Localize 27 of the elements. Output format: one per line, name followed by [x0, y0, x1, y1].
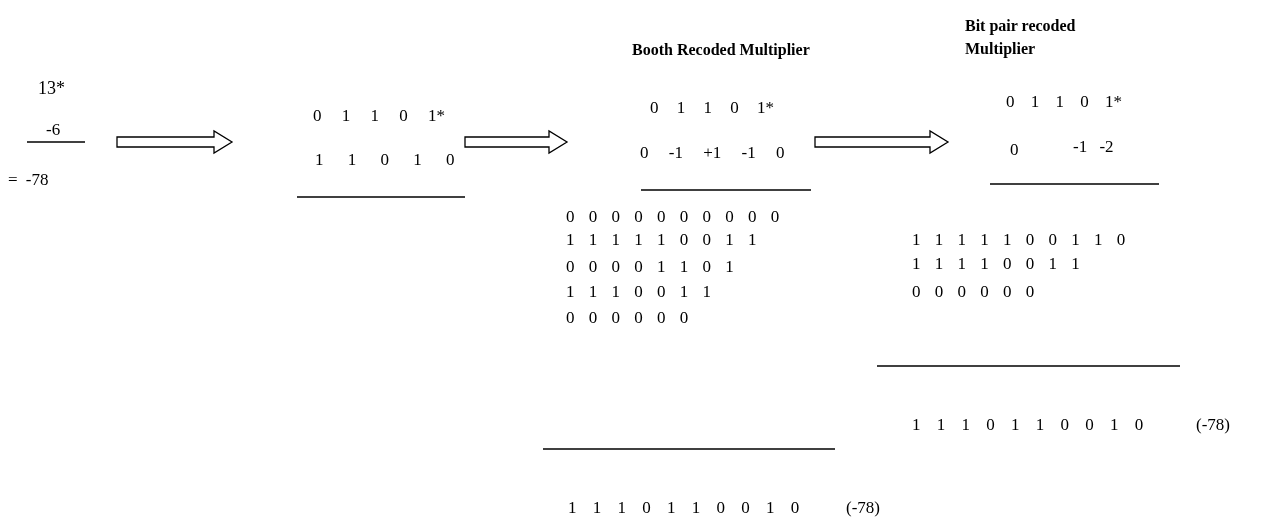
number-text: 0 0 0 0 0 0 — [912, 282, 1035, 302]
number-text: = -78 — [8, 170, 49, 190]
number-text: 1 1 1 1 0 0 1 1 — [912, 254, 1080, 274]
number-text: -6 — [46, 120, 61, 140]
number-text: 0 1 1 0 1* — [650, 98, 774, 118]
hollow-arrow — [814, 129, 950, 155]
number-text: 0 0 0 0 0 0 — [566, 308, 689, 328]
number-text: 0 -1 +1 -1 0 — [640, 143, 785, 163]
number-text: 1 1 1 0 1 1 0 0 1 0 — [912, 415, 1144, 435]
number-text: 1 1 1 1 1 0 0 1 1 0 — [912, 230, 1126, 250]
number-text: -1 -2 — [1073, 137, 1114, 157]
hollow-arrow — [116, 129, 234, 155]
number-text: 1 1 1 0 1 1 0 0 1 0 — [568, 498, 800, 518]
number-text: 0 0 0 0 0 0 0 0 0 0 — [566, 207, 780, 227]
number-text: 1 1 0 1 0 — [315, 150, 455, 170]
number-text: 1 1 1 1 1 0 0 1 1 — [566, 230, 757, 250]
heading-text: Bit pair recoded Multiplier — [965, 16, 1077, 60]
number-text: 0 1 1 0 1* — [1006, 92, 1122, 112]
number-text: 0 — [1010, 140, 1019, 160]
number-text: (-78) — [846, 498, 880, 518]
heading-text: Booth Recoded Multiplier — [632, 40, 810, 60]
number-text: (-78) — [1196, 415, 1230, 435]
number-text: 0 0 0 0 1 1 0 1 — [566, 257, 734, 277]
number-text: 1 1 1 0 0 1 1 — [566, 282, 711, 302]
number-text: 0 1 1 0 1* — [313, 106, 445, 126]
hollow-arrow — [464, 129, 569, 155]
number-text: 13* — [38, 78, 65, 98]
